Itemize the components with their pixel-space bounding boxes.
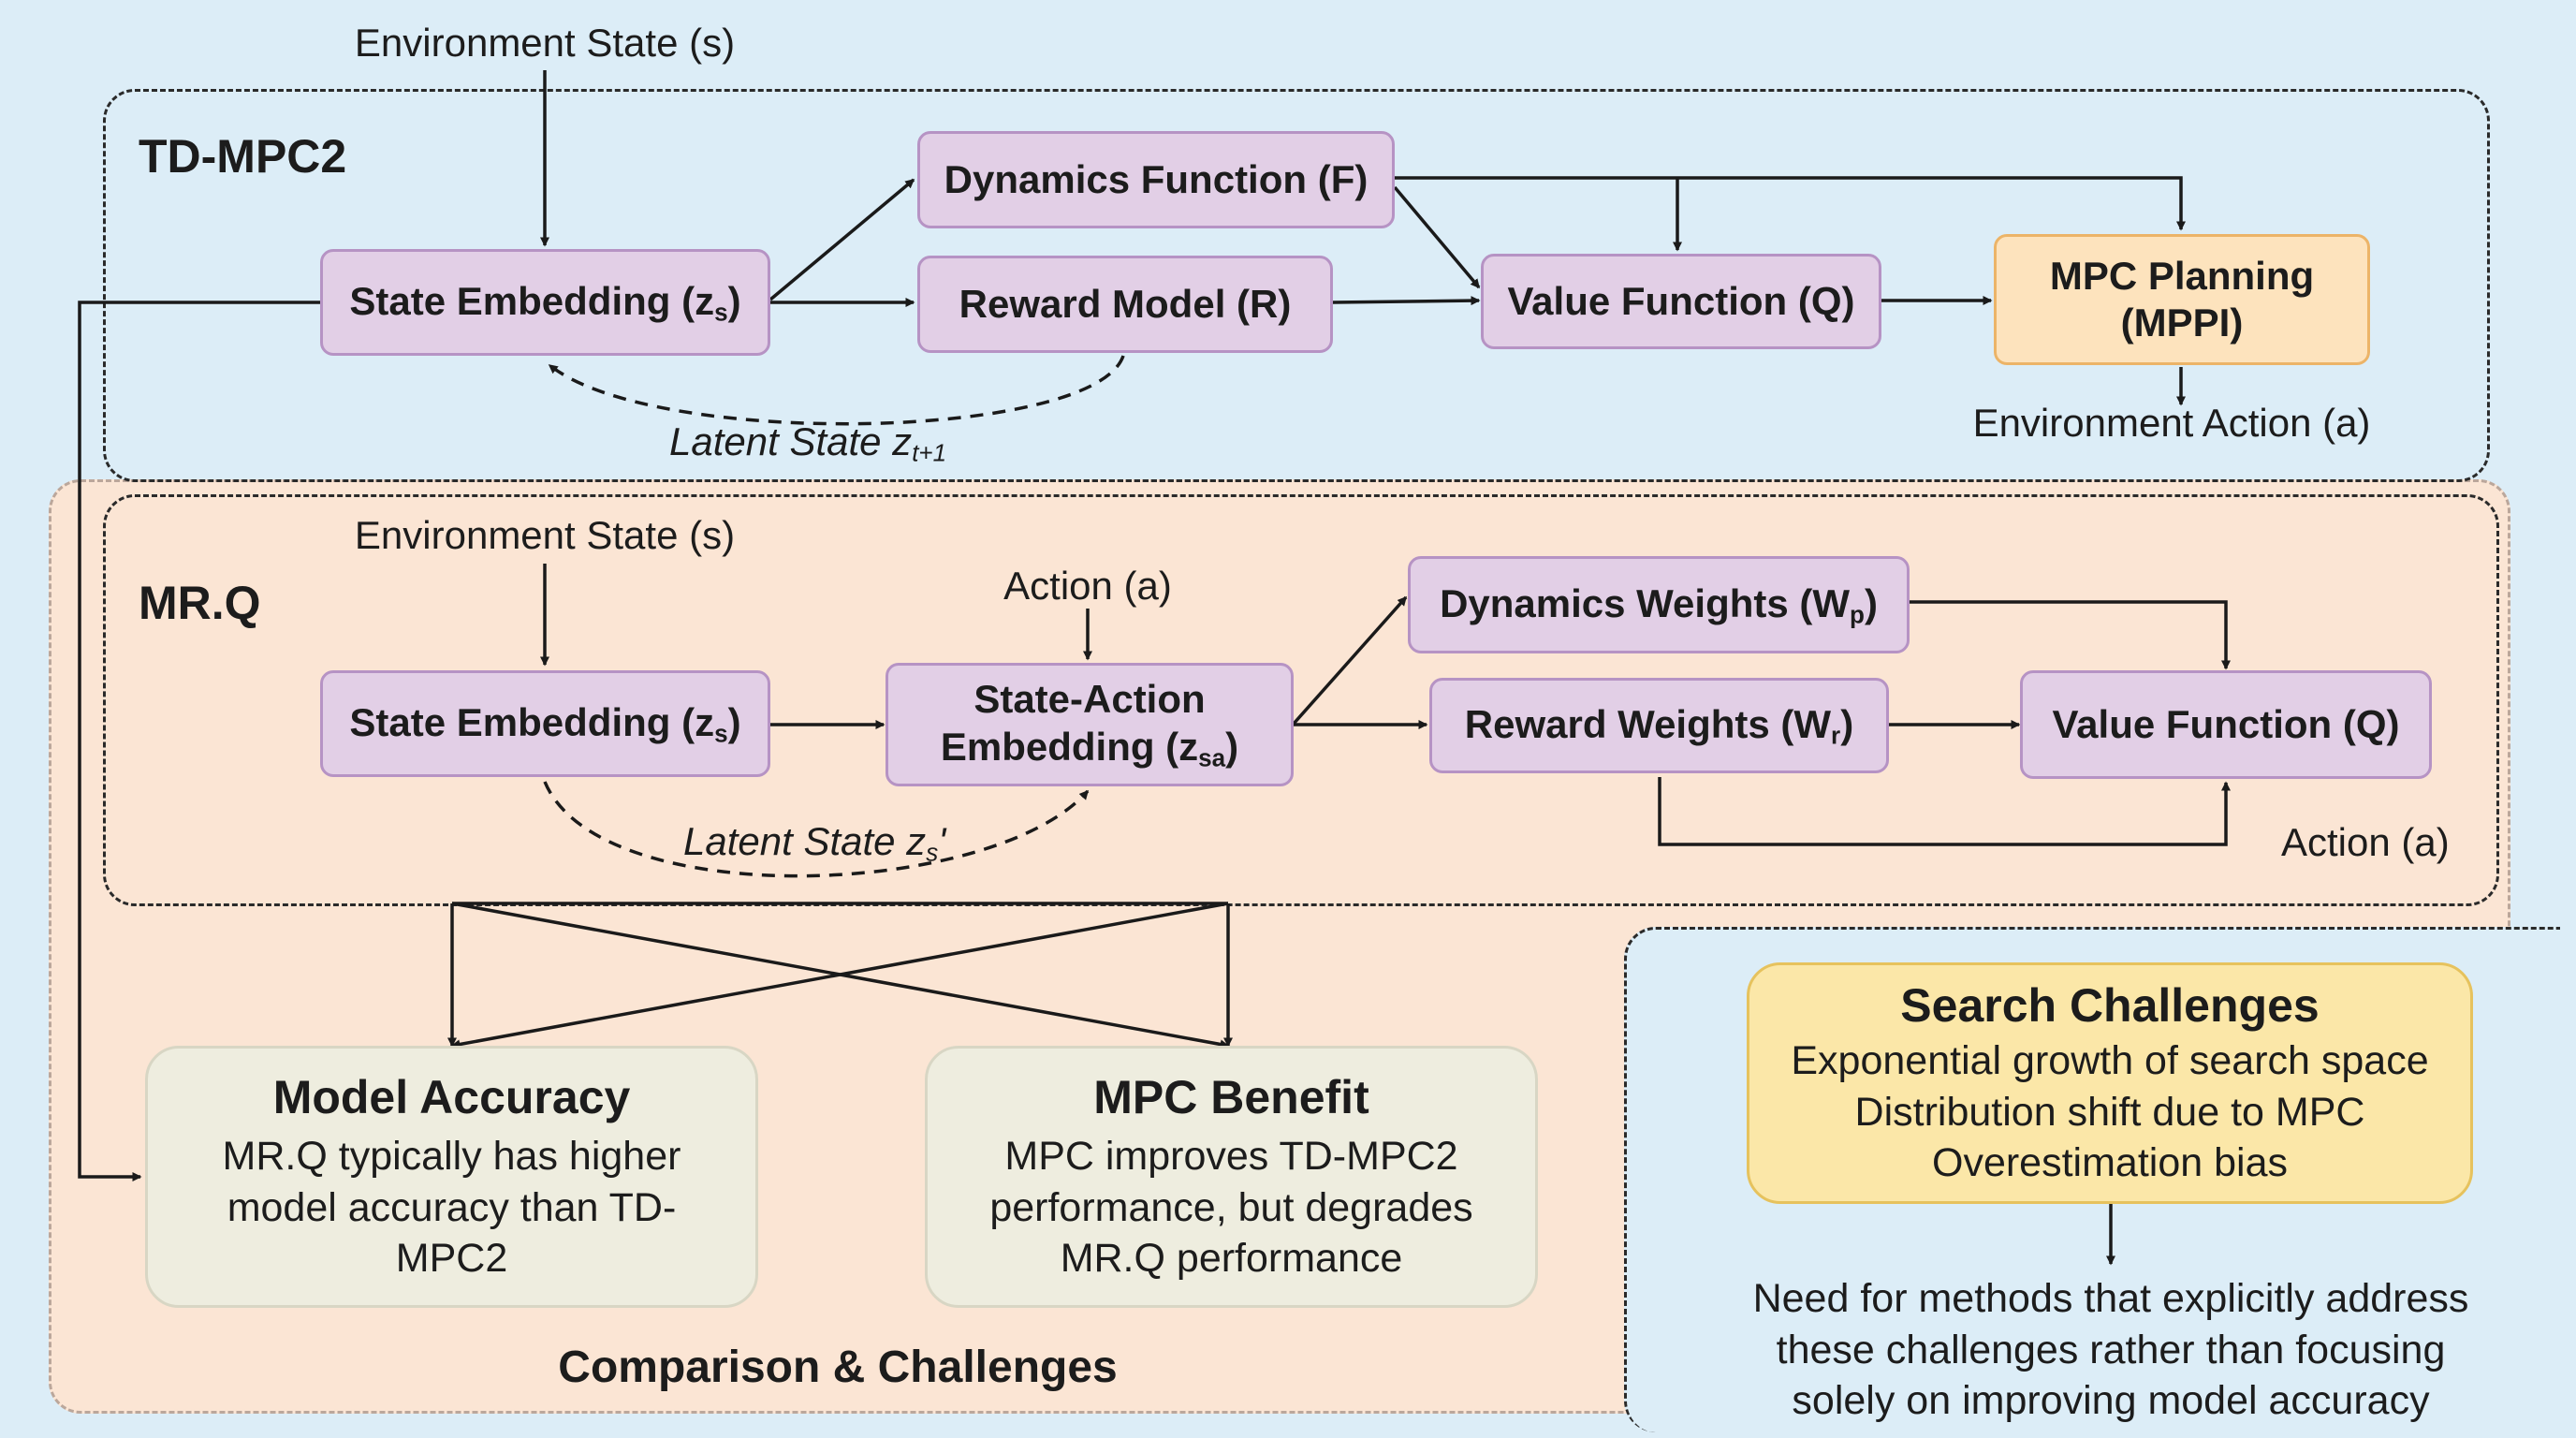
arrow-dynamics-to-value-diag (1393, 185, 1481, 289)
arrow-embedding-to-model-accuracy (78, 301, 320, 1181)
mrq-panel (103, 494, 2499, 906)
arrow-embedding-to-dynamics (768, 178, 915, 301)
reward-weights-node: Reward Weights (Wr) (1429, 678, 1889, 773)
arrow-dynamics-to-mpc (1395, 176, 2186, 231)
arrow-dynamics-weights-to-value (1910, 600, 2231, 670)
td-env-state-label: Environment State (s) (354, 21, 736, 65)
mpc-benefit-title: MPC Benefit (1093, 1071, 1369, 1124)
arrow-cross-to-model-accuracy (450, 902, 1229, 1049)
dynamics-weights-label: Dynamics Weights (Wp) (1440, 580, 1878, 629)
model-accuracy-body: MR.Q typically has higher model accuracy… (222, 1134, 681, 1282)
td-value-function-node: Value Function (Q) (1481, 254, 1881, 349)
mrq-env-state-label: Environment State (s) (354, 513, 736, 557)
td-state-embedding-label: State Embedding (zs) (349, 278, 741, 327)
mpc-planning-node: MPC Planning (MPPI) (1994, 234, 2370, 365)
mrq-value-function-node: Value Function (Q) (2020, 670, 2432, 779)
arrow-action-loop-to-value (1658, 777, 2231, 846)
search-challenges-body: Exponential growth of search space Distr… (1791, 1038, 2429, 1186)
td-mpc2-panel (103, 89, 2490, 482)
search-challenges-node: Search Challenges Exponential growth of … (1747, 962, 2473, 1204)
mpc-benefit-body: MPC improves TD-MPC2 performance, but de… (989, 1134, 1473, 1282)
model-accuracy-node: Model Accuracy MR.Q typically has higher… (145, 1046, 758, 1308)
conclusion-text: Need for methods that explicitly address… (1752, 1276, 2469, 1424)
td-mpc2-title: TD-MPC2 (139, 130, 347, 183)
mrq-action-out-label: Action (a) (2281, 820, 2450, 864)
mrq-action-input-label: Action (a) (1003, 564, 1172, 608)
model-accuracy-title: Model Accuracy (272, 1071, 631, 1124)
mpc-planning-line1: MPC Planning (2049, 253, 2315, 298)
arrow-sa-to-dynamics-weights (1292, 595, 1408, 726)
dynamics-weights-node: Dynamics Weights (Wp) (1408, 556, 1910, 653)
sa-embedding-line2: Embedding (zsa) (940, 724, 1239, 772)
sa-embedding-line1: State-Action (973, 677, 1206, 722)
latent-loop-mrq (543, 781, 1090, 878)
arrow-reward-to-value (1332, 296, 1481, 306)
mpc-benefit-node: MPC Benefit MPC improves TD-MPC2 perform… (925, 1046, 1538, 1308)
comparison-title: Comparison & Challenges (558, 1343, 1118, 1392)
mrq-state-embedding-label: State Embedding (zs) (349, 699, 741, 748)
td-state-embedding-node: State Embedding (zs) (320, 249, 770, 356)
mpc-planning-line2: (MPPI) (2120, 301, 2244, 345)
td-latent-state-label: Latent State zt+1 (669, 419, 947, 467)
reward-model-node: Reward Model (R) (917, 256, 1333, 353)
latent-loop-td (548, 355, 1125, 426)
td-env-action-label: Environment Action (a) (1972, 401, 2371, 445)
mrq-title: MR.Q (139, 577, 261, 629)
mrq-state-embedding-node: State Embedding (zs) (320, 670, 770, 777)
reward-weights-label: Reward Weights (Wr) (1464, 701, 1854, 750)
mrq-latent-state-label: Latent State zs' (683, 819, 946, 867)
search-challenges-title: Search Challenges (1900, 979, 2320, 1033)
dynamics-function-node: Dynamics Function (F) (917, 131, 1395, 228)
state-action-embedding-node: State-Action Embedding (zsa) (886, 663, 1294, 786)
